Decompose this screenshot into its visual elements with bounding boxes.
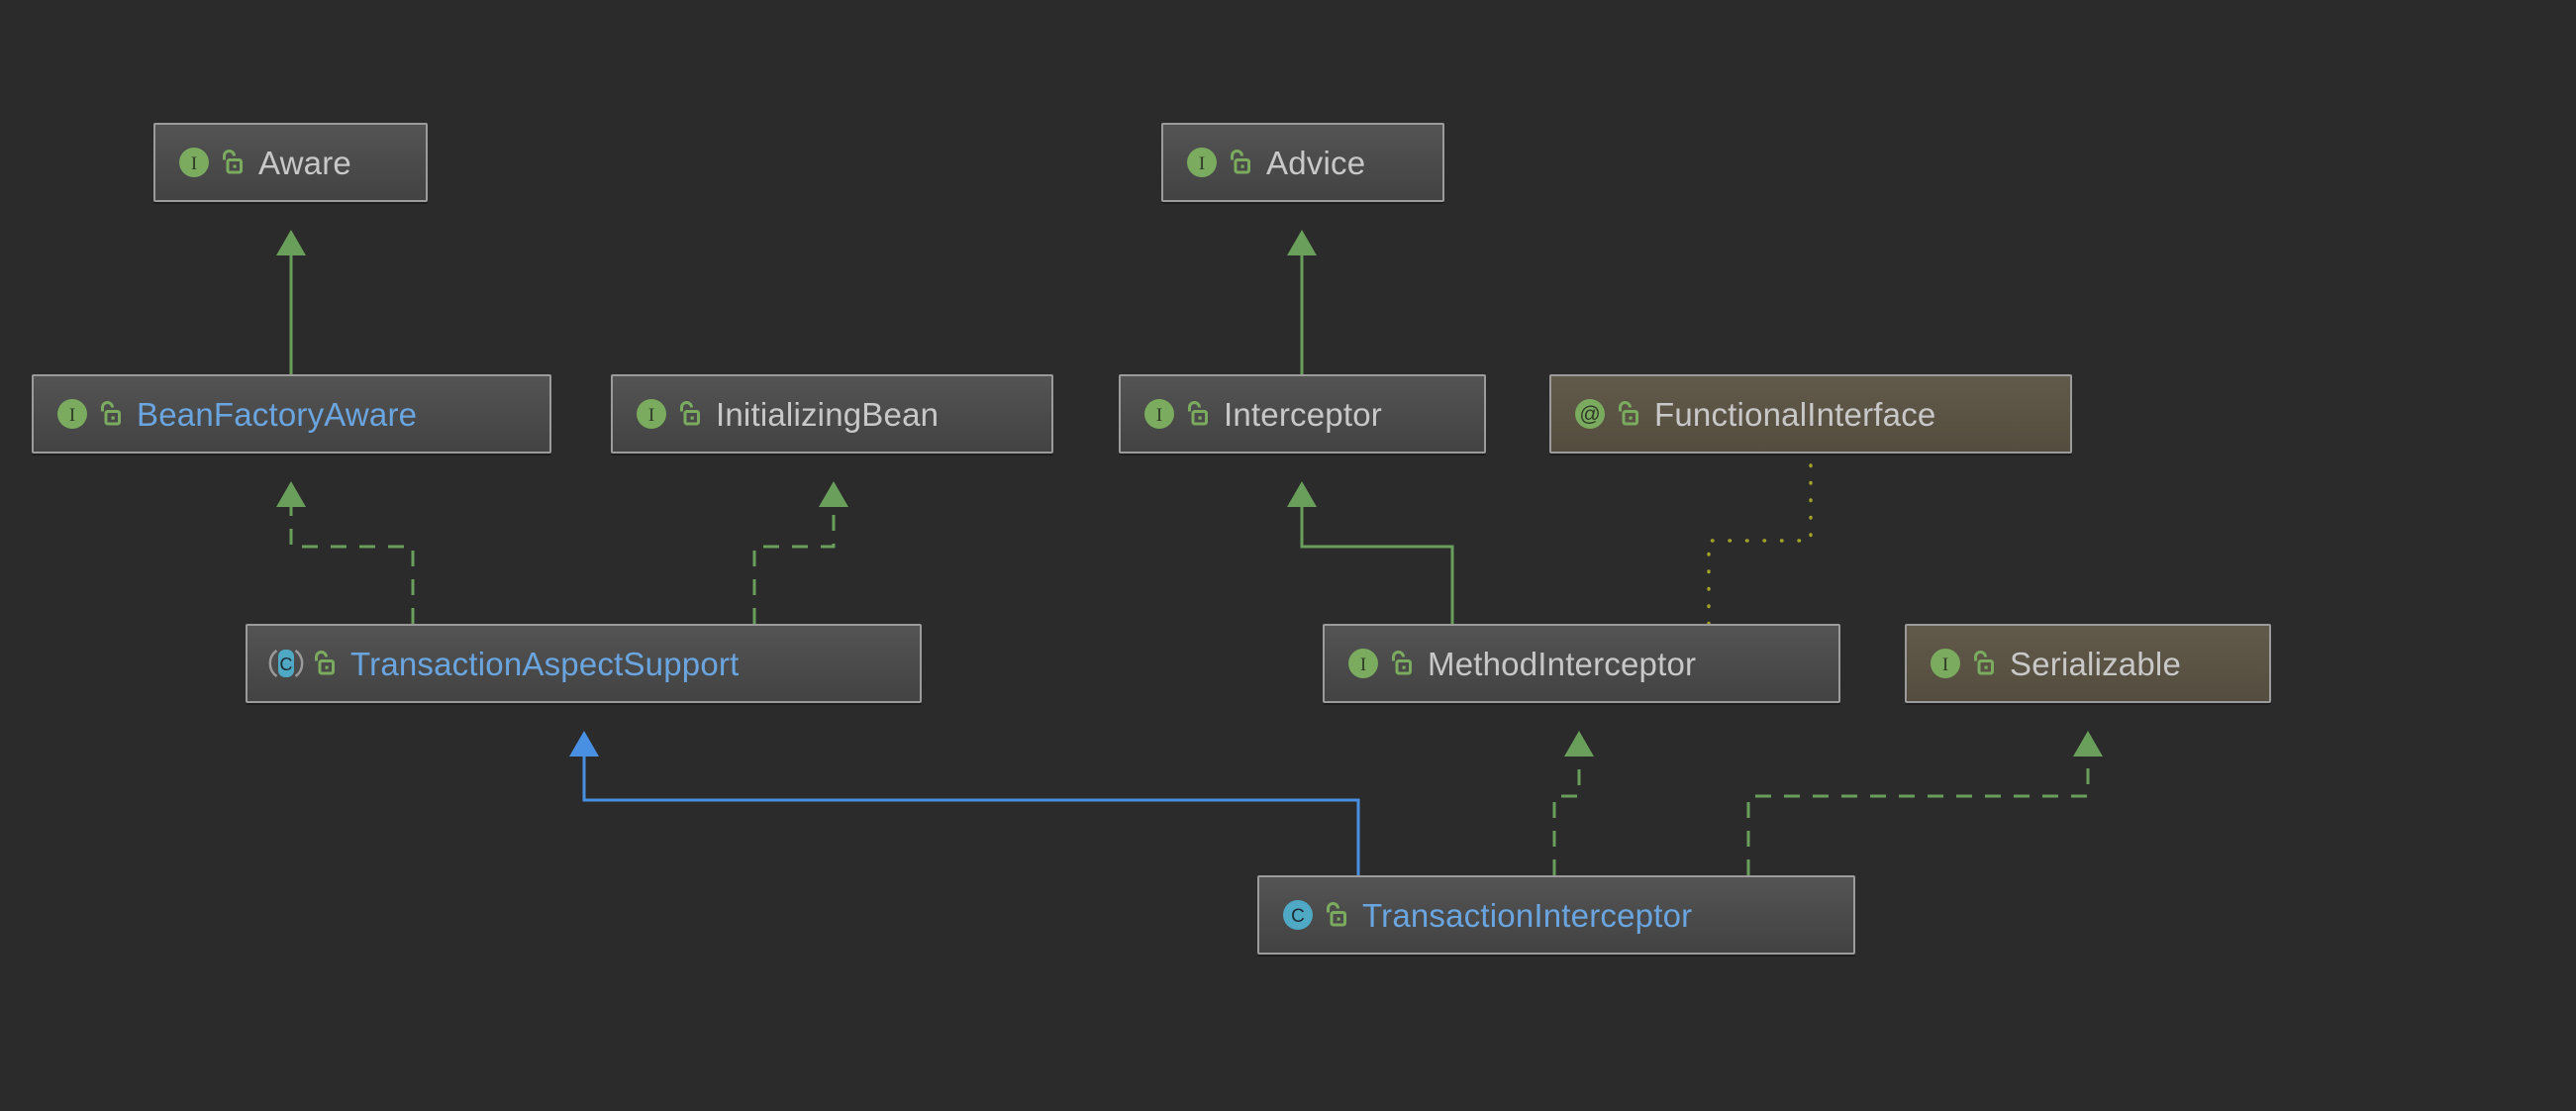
svg-text:C: C: [1291, 906, 1305, 927]
interface-icon: I: [53, 395, 91, 433]
svg-text:I: I: [1360, 655, 1366, 675]
interface-icon: I: [1183, 144, 1221, 181]
unlocked-padlock-icon: [1184, 399, 1210, 429]
class-node-transactionAspectSupport[interactable]: C TransactionAspectSupport: [246, 624, 922, 703]
unlocked-padlock-icon: [97, 399, 123, 429]
unlocked-padlock-icon: [311, 649, 337, 678]
class-node-label: BeanFactoryAware: [137, 395, 418, 433]
class-node-label: Advice: [1266, 144, 1366, 181]
class-node-label: TransactionInterceptor: [1362, 896, 1693, 934]
svg-text:I: I: [648, 405, 654, 426]
class-node-methodInterceptor[interactable]: I MethodInterceptor: [1323, 624, 1840, 703]
class-node-label: TransactionAspectSupport: [350, 645, 740, 682]
class-node-advice[interactable]: I Advice: [1161, 123, 1444, 202]
class-node-label: Serializable: [2010, 645, 2181, 682]
class-node-functionalInterface[interactable]: @ FunctionalInterface: [1549, 374, 2072, 454]
class-node-label: Interceptor: [1224, 395, 1382, 433]
interface-icon: I: [633, 395, 670, 433]
class-node-aware[interactable]: I Aware: [153, 123, 428, 202]
unlocked-padlock-icon: [1388, 649, 1414, 678]
unlocked-padlock-icon: [1323, 900, 1348, 930]
unlocked-padlock-icon: [219, 148, 245, 177]
class-node-serializable[interactable]: I Serializable: [1905, 624, 2271, 703]
svg-text:@: @: [1579, 403, 1600, 426]
svg-text:I: I: [1199, 153, 1205, 174]
annotation-icon: @: [1571, 395, 1609, 433]
class-icon: C: [1279, 896, 1317, 934]
class-node-initializingBean[interactable]: I InitializingBean: [611, 374, 1053, 454]
svg-text:I: I: [1942, 655, 1948, 675]
unlocked-padlock-icon: [1615, 399, 1640, 429]
svg-text:I: I: [1156, 405, 1162, 426]
unlocked-padlock-icon: [676, 399, 702, 429]
class-node-transactionInterceptor[interactable]: C TransactionInterceptor: [1257, 875, 1855, 955]
interface-icon: I: [175, 144, 213, 181]
svg-text:C: C: [280, 655, 293, 674]
svg-text:I: I: [69, 405, 75, 426]
interface-icon: I: [1344, 645, 1382, 682]
unlocked-padlock-icon: [1227, 148, 1252, 177]
abstract-class-icon: C: [267, 645, 305, 682]
class-node-label: FunctionalInterface: [1654, 395, 1936, 433]
interface-icon: I: [1927, 645, 1964, 682]
class-node-interceptor[interactable]: I Interceptor: [1119, 374, 1486, 454]
svg-text:I: I: [191, 153, 197, 174]
class-node-label: MethodInterceptor: [1428, 645, 1697, 682]
class-node-label: InitializingBean: [716, 395, 940, 433]
interface-icon: I: [1140, 395, 1178, 433]
unlocked-padlock-icon: [1970, 649, 1996, 678]
class-node-label: Aware: [258, 144, 351, 181]
class-node-beanFactoryAware[interactable]: I BeanFactoryAware: [32, 374, 551, 454]
